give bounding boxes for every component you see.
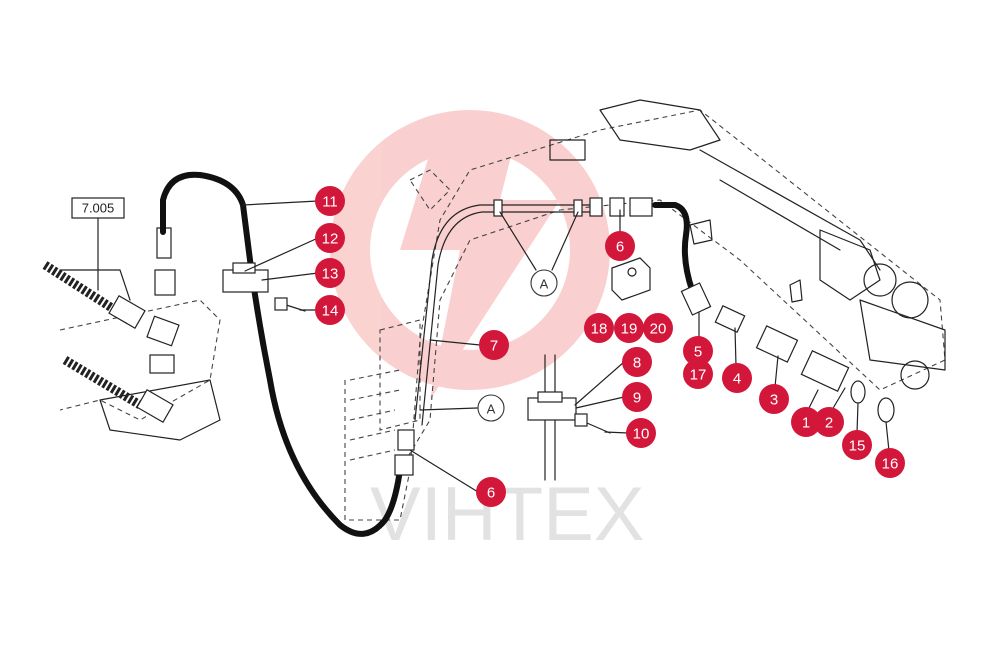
main-hose [160, 171, 403, 537]
callout-label: 5 [694, 344, 702, 361]
callout-label: 18 [591, 321, 608, 338]
callout-label: 20 [650, 321, 667, 338]
callout-12: 12 [315, 223, 345, 253]
callout-4: 4 [722, 363, 752, 393]
reference-letter-A: A [477, 394, 505, 422]
reference-letter-A: A [530, 269, 558, 297]
callout-label: 6 [487, 485, 495, 502]
callout-6: 6 [476, 477, 506, 507]
logo-watermark [330, 110, 610, 400]
boom-outline [344, 99, 946, 521]
callout-circle [614, 313, 644, 343]
clamp-left [222, 262, 306, 312]
callout-19: 19 [614, 313, 644, 343]
callout-label: 17 [690, 367, 707, 384]
callout-15: 15 [842, 430, 872, 460]
reference-circle [477, 394, 505, 422]
callout-label: 14 [322, 303, 339, 320]
callout-circle [476, 477, 506, 507]
callout-label: 16 [882, 456, 899, 473]
reference-box: 7.005 [71, 197, 125, 291]
callout-circle [722, 363, 752, 393]
callout-label: 1 [802, 415, 810, 432]
reference-label: A [487, 402, 496, 417]
callout-8: 8 [622, 347, 652, 377]
callout-14: 14 [315, 295, 345, 325]
callout-circle [622, 347, 652, 377]
callout-9: 9 [622, 382, 652, 412]
rigid-pipes [394, 197, 653, 476]
callout-circle [643, 313, 673, 343]
callout-circle [791, 407, 821, 437]
callout-6: 6 [605, 231, 635, 261]
callout-circle [683, 336, 713, 366]
callout-circle [622, 382, 652, 412]
callout-circle [479, 330, 509, 360]
callout-label: 8 [633, 355, 641, 372]
callout-label: 2 [825, 415, 833, 432]
callout-10: 10 [626, 418, 656, 448]
callout-circle [875, 448, 905, 478]
callout-label: 19 [621, 321, 638, 338]
upper-hose [652, 202, 695, 293]
clamp-right [527, 354, 611, 481]
callout-circle [814, 407, 844, 437]
clamp-half-18-20 [611, 257, 651, 301]
callout-5: 5 [683, 336, 713, 366]
callout-circle [683, 359, 713, 389]
callout-circle [315, 295, 345, 325]
callout-label: 6 [616, 239, 624, 256]
callout-circle [759, 384, 789, 414]
callout-17: 17 [683, 359, 713, 389]
callout-circle [584, 313, 614, 343]
callout-circle [315, 223, 345, 253]
callout-label: 12 [322, 231, 339, 248]
callout-3: 3 [759, 384, 789, 414]
reference-letter-group: AA [477, 269, 558, 422]
callout-7: 7 [479, 330, 509, 360]
callout-13: 13 [315, 258, 345, 288]
callout-20: 20 [643, 313, 673, 343]
leader-lines [242, 200, 890, 493]
callout-label: 3 [770, 392, 778, 409]
reference-label: A [540, 277, 549, 292]
callout-18: 18 [584, 313, 614, 343]
coupling-parts [680, 282, 895, 423]
callout-circle [842, 430, 872, 460]
callout-label: 15 [849, 438, 866, 455]
callout-label: 9 [633, 390, 641, 407]
reference-box-label: 7.005 [82, 201, 115, 216]
callout-circle [315, 258, 345, 288]
callout-label: 11 [322, 194, 338, 211]
callout-circle [605, 231, 635, 261]
machine-left-section [59, 269, 221, 441]
callout-label: 4 [733, 371, 741, 388]
callout-16: 16 [875, 448, 905, 478]
callout-label: 10 [633, 426, 650, 443]
callout-circle [315, 186, 345, 216]
left-hoses [42, 227, 180, 423]
callout-11: 11 [315, 186, 345, 216]
callout-2: 2 [814, 407, 844, 437]
watermark-text: VIHTEX [370, 472, 645, 557]
callout-label: 7 [490, 338, 498, 355]
callout-label: 13 [322, 266, 339, 283]
reference-circle [530, 269, 558, 297]
callout-1: 1 [791, 407, 821, 437]
callout-circle [626, 418, 656, 448]
